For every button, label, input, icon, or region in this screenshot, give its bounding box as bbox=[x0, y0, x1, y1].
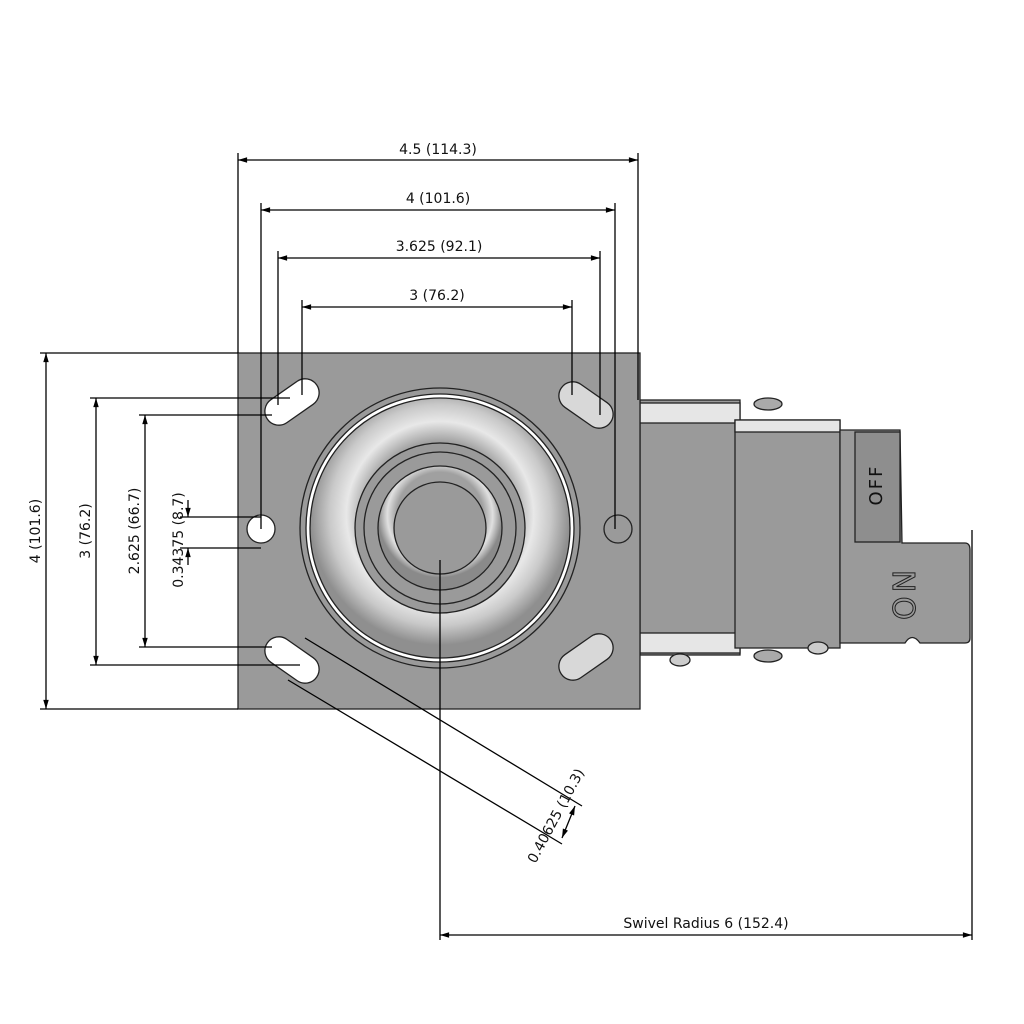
brake-off-label: OFF bbox=[866, 465, 887, 506]
dim-height-slots-outer: 3 (76.2) bbox=[78, 503, 94, 558]
dim-hole-diameter: 0.34375 (8.7) bbox=[171, 492, 187, 588]
hole-right bbox=[603, 514, 633, 544]
brake-assembly: OFF ON bbox=[639, 397, 971, 667]
slot-top-left bbox=[264, 378, 320, 426]
slot-bottom-right bbox=[558, 633, 614, 681]
dim-width-slots-inner: 3 (76.2) bbox=[409, 288, 464, 304]
dim-width-outer-holes: 4 (101.6) bbox=[406, 191, 470, 207]
dim-height-overall: 4 (101.6) bbox=[28, 499, 44, 563]
dim-width-overall: 4.5 (114.3) bbox=[399, 142, 477, 158]
top-plate bbox=[237, 352, 641, 710]
dim-slot-width: 0.40625 (10.3) bbox=[525, 766, 588, 866]
dim-width-slots-outer: 3.625 (92.1) bbox=[396, 239, 483, 255]
swivel-bearing bbox=[299, 387, 581, 669]
brake-on-label: ON bbox=[888, 566, 923, 620]
dim-height-slots-inner: 2.625 (66.7) bbox=[127, 488, 143, 575]
dim-swivel-radius: Swivel Radius 6 (152.4) bbox=[623, 916, 788, 932]
slot-bottom-left bbox=[264, 636, 320, 684]
dimension-lines bbox=[40, 153, 973, 940]
